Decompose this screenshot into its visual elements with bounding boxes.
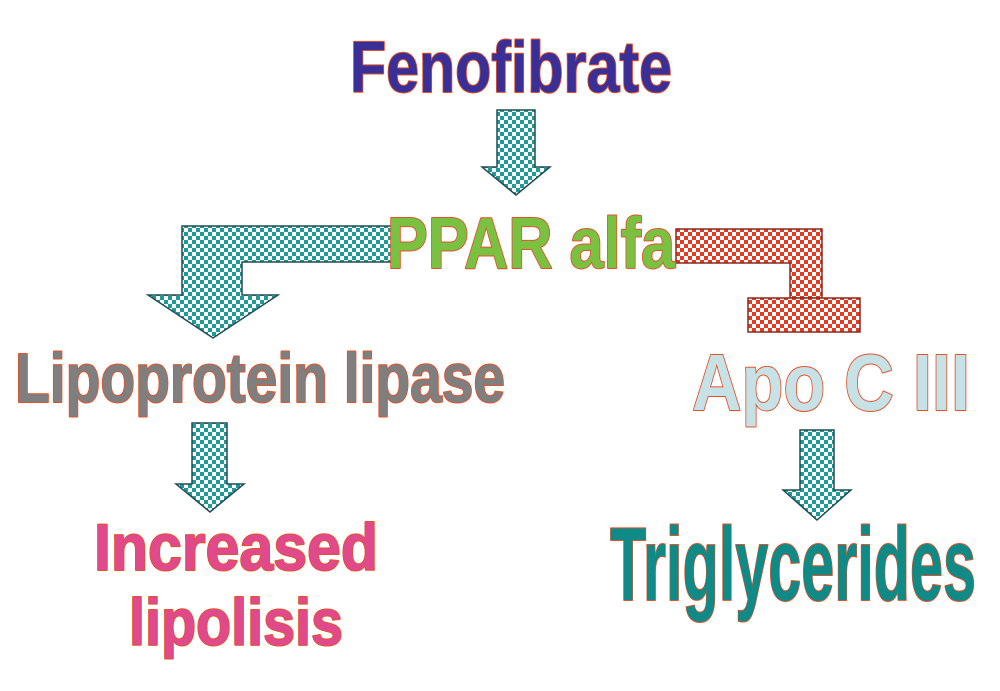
inhibition-ppar-apoc — [675, 228, 861, 333]
node-apo-c-iii: Apo C III — [692, 338, 970, 427]
arrow-lipoprotein-to-lipolisis — [173, 422, 247, 513]
inhibition-bar — [747, 297, 861, 333]
node-ppar-alfa: PPAR alfa — [387, 204, 676, 284]
node-triglycerides: Triglycerides — [610, 507, 976, 623]
node-lipoprotein-lipase: Lipoprotein lipase — [15, 339, 505, 417]
node-fenofibrate: Fenofibrate — [350, 28, 672, 108]
inhibition-stem — [675, 228, 823, 299]
arrow-apoc-to-triglycerides — [781, 429, 853, 522]
node-increased: Increased — [94, 510, 378, 584]
arrow-fenofibrate-to-ppar — [479, 109, 553, 196]
node-lipolisis: lipolisis — [129, 585, 343, 659]
arrow-ppar-to-lipoprotein — [145, 225, 393, 339]
